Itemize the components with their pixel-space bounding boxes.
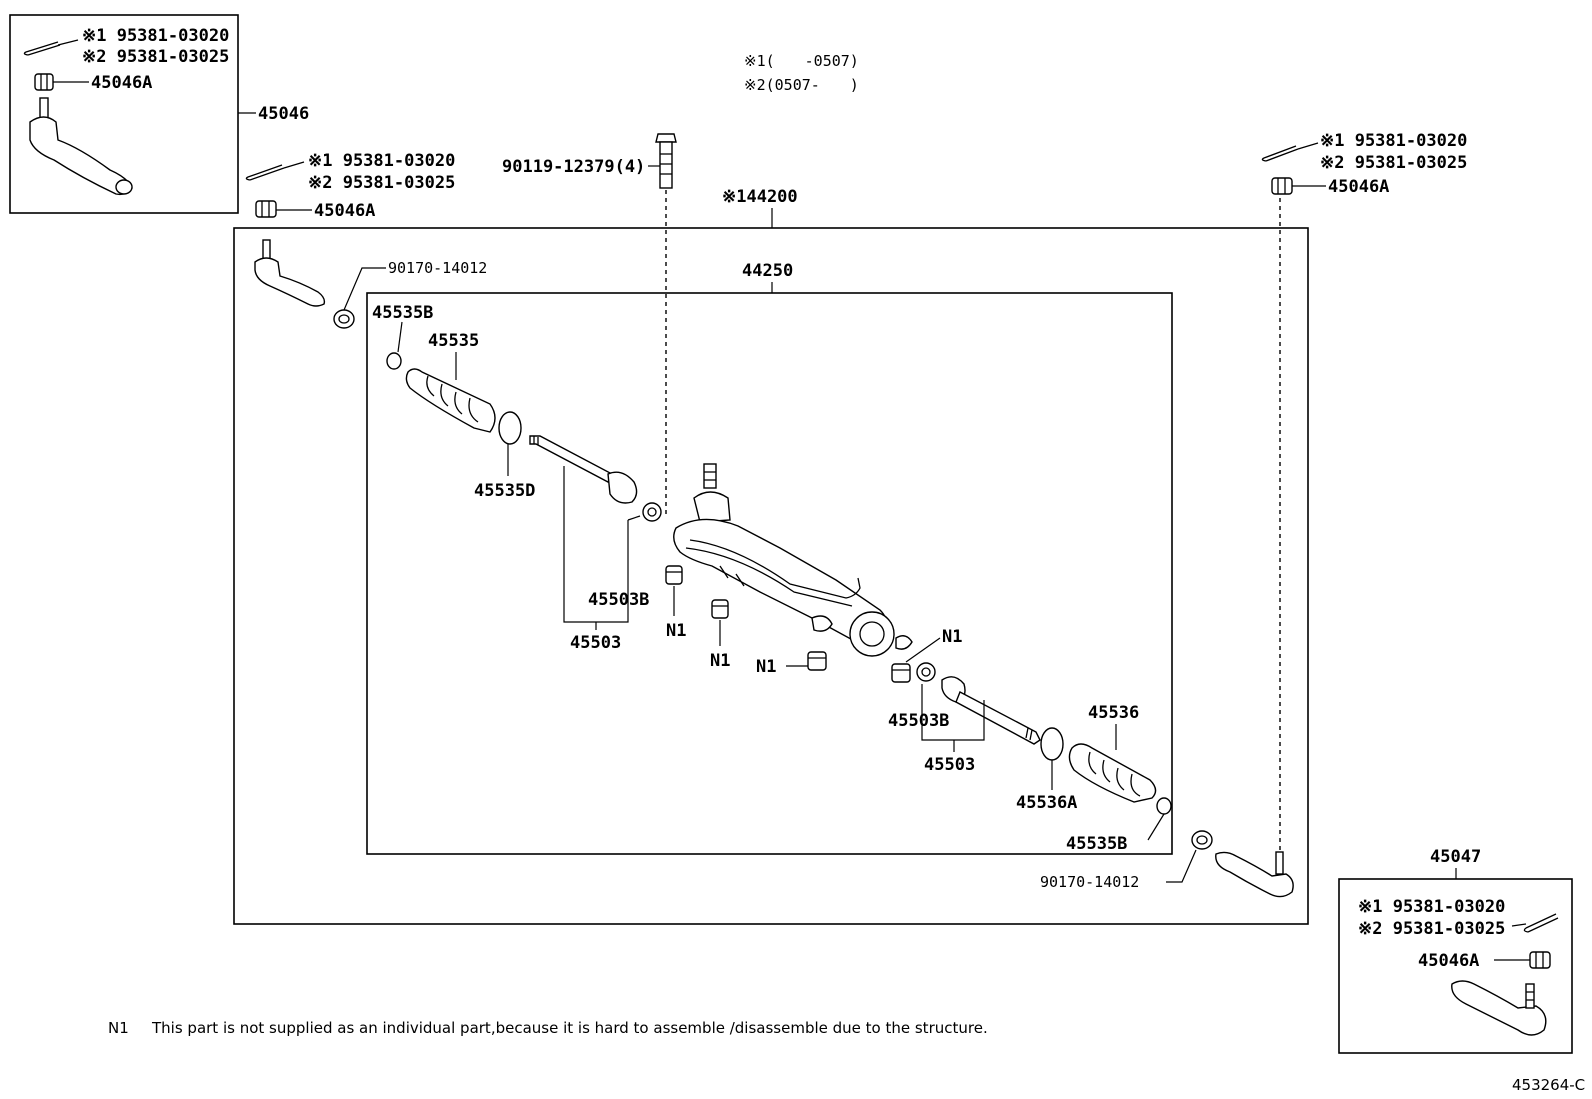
rack-end-right-icon	[941, 676, 1041, 745]
castle-nut-icon	[255, 200, 277, 218]
rod-end-sub-label-left: 45503	[570, 633, 621, 653]
cotter-pin-label-1: ※1 95381-03020	[308, 151, 455, 171]
left-tie-rod-end-box	[9, 14, 239, 214]
cotter-pin-icon	[1523, 913, 1559, 933]
cotter-pin-label-1: ※1 95381-03020	[1320, 131, 1467, 151]
variant-note-2: ※2(0507- )	[744, 76, 859, 94]
rack-assy-box	[366, 292, 1173, 855]
castle-nut-label: 45046A	[1418, 951, 1479, 971]
rod-end-washer-label-left: 45503B	[588, 590, 649, 610]
gear-assy-label: ※144200	[722, 187, 798, 207]
footnote-marker: N1	[108, 1019, 129, 1037]
lock-nut-label-right: 90170-14012	[1040, 873, 1139, 891]
tie-rod-end-right-icon	[1451, 980, 1547, 1036]
castle-nut-icon	[1271, 177, 1293, 195]
cotter-pin-label-2: ※2 95381-03025	[308, 173, 455, 193]
boot-clamp-label-left: 45535D	[474, 481, 535, 501]
steering-gear-assy-box	[233, 227, 1309, 925]
n1-label: N1	[666, 621, 686, 641]
cotter-pin-label-1: ※1 95381-03020	[1358, 897, 1505, 917]
cotter-pin-icon	[245, 164, 285, 181]
n1-label: N1	[710, 651, 730, 671]
bushing-icon	[807, 651, 827, 671]
castle-nut-icon	[34, 73, 54, 91]
boot-clip-icon	[386, 352, 402, 370]
castle-nut-label: 45046A	[1328, 177, 1389, 197]
castle-nut-label: 45046A	[91, 73, 152, 93]
castle-nut-label: 45046A	[314, 201, 375, 221]
left-end-box-label: 45046	[258, 104, 309, 124]
bolt-label: 90119-12379(4)	[502, 157, 645, 177]
castle-nut-icon	[1529, 951, 1551, 969]
steering-boot-right-icon	[1068, 743, 1157, 803]
rod-end-sub-label-right: 45503	[924, 755, 975, 775]
boot-clamp-icon	[498, 411, 522, 445]
washer-icon	[916, 662, 936, 682]
bushing-icon	[711, 599, 729, 619]
cotter-pin-label-2: ※2 95381-03025	[82, 47, 229, 67]
cotter-pin-label-2: ※2 95381-03025	[1358, 919, 1505, 939]
lock-nut-icon	[333, 309, 355, 329]
bushing-icon	[665, 565, 683, 585]
footnote-text: This part is not supplied as an individu…	[151, 1019, 988, 1037]
boot-clip-icon	[1156, 797, 1172, 815]
bolt-icon	[655, 133, 677, 189]
lock-nut-icon	[1191, 830, 1213, 850]
lock-nut-label-left: 90170-14012	[388, 259, 487, 277]
steering-boot-left-icon	[405, 368, 496, 433]
boot-clip-label-right: 45535B	[1066, 834, 1127, 854]
boot-left-label: 45535	[428, 331, 479, 351]
n1-label: N1	[942, 627, 962, 647]
n1-label: N1	[756, 657, 776, 677]
steering-gear-housing-icon	[673, 463, 913, 657]
washer-icon	[642, 502, 662, 522]
cotter-pin-icon	[1261, 145, 1299, 162]
boot-right-label: 45536	[1088, 703, 1139, 723]
cotter-pin-label-2: ※2 95381-03025	[1320, 153, 1467, 173]
rack-assy-label: 44250	[742, 261, 793, 281]
rod-end-washer-label-right: 45503B	[888, 711, 949, 731]
bushing-icon	[891, 663, 911, 683]
cotter-pin-label-1: ※1 95381-03020	[82, 26, 229, 46]
boot-clamp-label-right: 45536A	[1016, 793, 1077, 813]
boot-clamp-icon	[1040, 727, 1064, 761]
tie-rod-end-left-icon	[29, 97, 133, 196]
diagram-id: 453264-C	[1512, 1076, 1585, 1094]
boot-clip-label-left: 45535B	[372, 303, 433, 323]
tie-rod-end-right-icon	[1215, 851, 1294, 898]
tie-rod-end-left-icon	[254, 239, 326, 307]
cotter-pin-icon	[23, 41, 61, 56]
right-end-box-label: 45047	[1430, 847, 1481, 867]
variant-note-1: ※1( -0507)	[744, 52, 859, 70]
rack-end-left-icon	[529, 435, 638, 504]
